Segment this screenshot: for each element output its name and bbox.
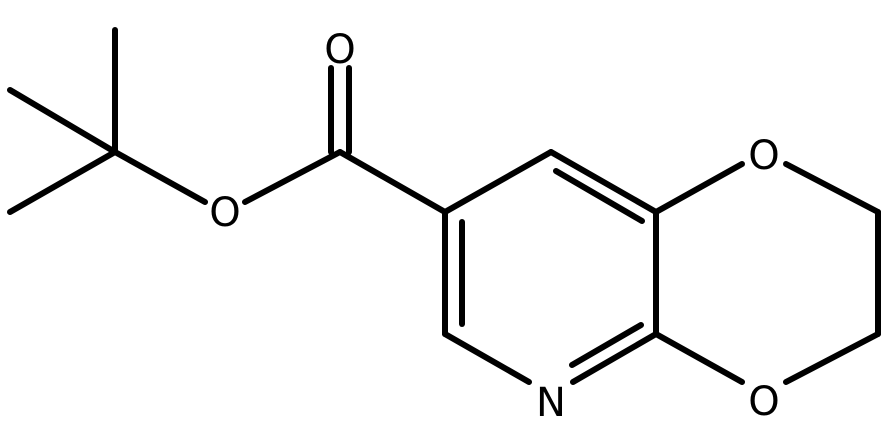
bond-methyl-upper-left [7,87,118,155]
bond-c4a-to-ring-o-top [653,161,745,215]
bond-ring-o-bottom-to-c8a [653,331,745,385]
bond-carbonyl-c-to-ring [337,149,448,215]
tert-butyl-group [7,27,208,215]
bond-ring-c8a-n-inner [569,322,644,368]
atom-label-pyridine-nitrogen: N [536,380,566,426]
atom-label-ring-oxygen-top: O [748,133,779,179]
ester-group [242,65,448,215]
bond-ring-c4-c4a [548,149,659,215]
bond-ch2-to-ring-o-bottom [783,331,881,385]
atom-label-ring-oxygen-bottom: O [748,379,779,425]
atom-labels: O O O O N [209,27,779,426]
bond-quaternary-c-to-ester-o [112,149,208,205]
dioxane-ring [653,161,881,385]
pyridine-ring [442,149,659,385]
bond-ester-o-to-carbonyl-c [242,149,343,205]
bond-ring-n-c2 [442,331,532,385]
atom-label-carbonyl-oxygen: O [324,27,355,73]
bond-methyl-lower-left [7,149,118,215]
bond-ring-c4-c4a-inner [553,168,645,224]
atom-label-ester-oxygen: O [209,190,240,236]
bond-ring-c3-c4 [442,149,554,215]
bond-ring-o-top-to-ch2 [783,161,881,215]
bond-ring-c8a-n [570,331,659,385]
